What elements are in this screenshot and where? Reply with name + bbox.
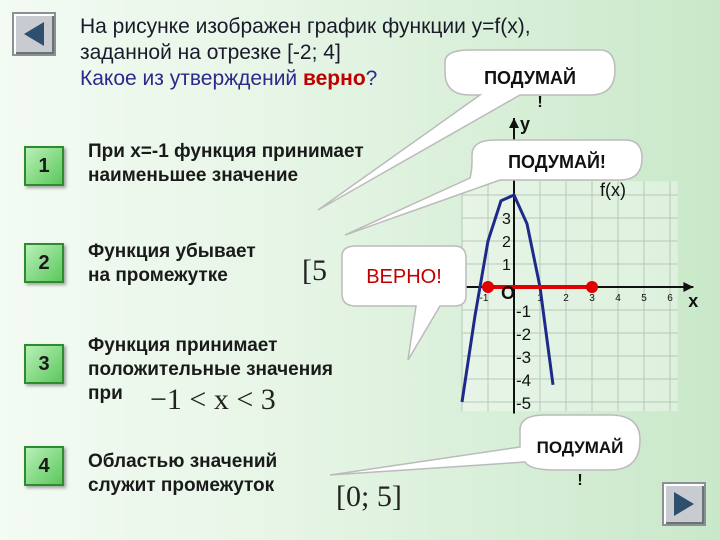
think-callout-top[interactable]: ПОДУМАЙ	[317, 49, 616, 211]
option-3-formula: −1 < x < 3	[150, 383, 276, 416]
origin-label: O	[501, 283, 515, 303]
y-tick-label: -2	[516, 325, 531, 344]
think-callout-bottom[interactable]: ПОДУМАЙ	[329, 414, 641, 476]
y-tick-label: 2	[502, 234, 511, 251]
option-3-text: Функция принимает положительные значения…	[88, 334, 333, 406]
option-4-line-1: Областью значений	[88, 451, 278, 472]
correct-callout-text: ВЕРНО!	[366, 266, 442, 288]
question-line-2: заданной на отрезке [-2; 4]	[80, 41, 341, 64]
function-curve	[460, 193, 555, 403]
option-4-text: Областью значений служит промежуток	[88, 450, 277, 498]
grid-background	[462, 181, 678, 412]
question-suffix: ?	[365, 67, 378, 90]
option-2-button[interactable]: 2	[24, 243, 64, 283]
option-3-line-2: положительные значения	[88, 359, 333, 380]
y-tick-label: 1	[502, 257, 511, 274]
x-tick-label: 3	[589, 293, 595, 304]
y-axis-arrow	[509, 118, 519, 128]
option-4-line-2: служит промежуток	[88, 475, 275, 496]
think-callout-bottom-mark: !	[577, 472, 582, 489]
function-label: f(x)	[600, 180, 626, 200]
option-2-line-2: на промежутке	[88, 265, 228, 286]
option-1-line-2: наименьшее значение	[88, 165, 299, 186]
x-tick-label: 5	[641, 293, 647, 304]
next-button[interactable]	[662, 482, 706, 526]
x-tick-label: 6	[667, 293, 673, 304]
y-tick-label: -3	[516, 348, 531, 367]
think-callout-mid-text: ПОДУМАЙ!	[508, 151, 606, 172]
y-tick-label: -4	[516, 371, 531, 390]
y-tick-label: 3	[502, 211, 511, 228]
x-tick-label: 2	[563, 293, 569, 304]
question-text: На рисунке изображен график функции y=f(…	[80, 14, 600, 92]
think-callout-top-mark: !	[537, 94, 542, 111]
option-1-line-1: При x=-1 функция принимает	[88, 141, 364, 162]
correct-callout[interactable]: ВЕРНО!	[341, 245, 467, 361]
option-2-line-1: Функция убывает	[88, 241, 256, 262]
x-tick-label: 4	[615, 293, 621, 304]
option-3-button[interactable]: 3	[24, 344, 64, 384]
option-3-line-1: Функция принимает	[88, 335, 278, 356]
y-tick-label: -1	[516, 302, 531, 321]
x-axis-arrow	[683, 282, 694, 292]
option-3-line-3: при	[88, 383, 123, 404]
option-1-button[interactable]: 1	[24, 146, 64, 186]
y-axis-label: y	[520, 114, 530, 134]
option-4-button[interactable]: 4	[24, 446, 64, 486]
interval-endpoint	[586, 281, 598, 293]
option-2-text: Функция убывает на промежутке	[88, 240, 256, 288]
interval-endpoint	[482, 281, 494, 293]
question-line-3: Какое из утверждений верно?	[80, 66, 600, 92]
option-4-formula: [0; 5]	[336, 480, 402, 513]
x-tick-label: -1	[480, 293, 489, 304]
arrow-left-icon	[24, 22, 44, 46]
x-axis-label: x	[688, 291, 698, 311]
option-1-text: При x=-1 функция принимает наименьшее зн…	[88, 140, 364, 188]
option-2-formula: [5	[302, 254, 327, 287]
back-button[interactable]	[12, 12, 56, 56]
arrow-right-icon	[674, 492, 694, 516]
think-callout-bottom-text: ПОДУМАЙ	[537, 438, 624, 457]
question-line-1: На рисунке изображен график функции y=f(…	[80, 15, 531, 38]
think-callout-top-text: ПОДУМАЙ	[484, 67, 576, 88]
y-tick-label: -5	[516, 394, 531, 413]
question-prefix: Какое из утверждений	[80, 67, 303, 90]
think-callout-mid[interactable]: ПОДУМАЙ!	[344, 139, 643, 236]
interval-endpoints	[482, 281, 598, 293]
question-highlight: верно	[303, 67, 366, 90]
